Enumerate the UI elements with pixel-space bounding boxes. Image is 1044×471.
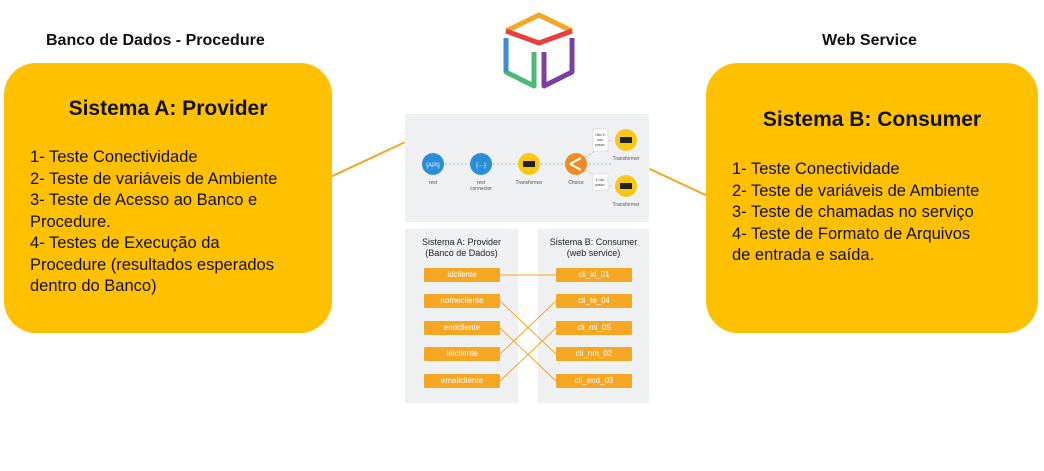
- consumer-test-item: 4- Teste de Formato de Arquivos: [732, 224, 971, 243]
- cube-logo-icon: [503, 12, 575, 89]
- provider-field: emailcliente: [424, 374, 500, 388]
- consumer-test-item: 2- Teste de variáveis de Ambiente: [732, 181, 980, 200]
- svg-text:Não é: Não é: [595, 133, 604, 137]
- consumer-field: cli_ml_05: [556, 321, 632, 335]
- provider-test-item: 4- Testes de Execução da: [30, 234, 220, 252]
- svg-text:{API}: {API}: [426, 163, 440, 169]
- consumer-field: cli_nm_02: [556, 347, 632, 361]
- provider-field: endcliente: [424, 321, 500, 335]
- mapping-provider-title: Sistema A: Provider(Banco de Dados): [421, 237, 502, 258]
- svg-text:não: não: [597, 138, 603, 142]
- svg-text:Transformer: Transformer: [612, 156, 639, 162]
- flow-node-rest: {API} rest: [422, 153, 444, 186]
- flow-panel: {API} rest {···} rest connector Transfor…: [405, 114, 649, 222]
- consumer-card: Sistema B: Consumer 1- Teste Conectivida…: [706, 63, 1038, 333]
- consumer-test-item: 1- Teste Conectividade: [732, 160, 900, 178]
- provider-field: telcliente: [424, 347, 500, 361]
- left-heading: Banco de Dados - Procedure: [46, 32, 265, 49]
- provider-card: Sistema A: Provider 1- Teste Conectivida…: [4, 63, 332, 333]
- flow-node-label: rest: [429, 180, 438, 186]
- provider-test-item: 3- Teste de Acesso ao Banco e: [30, 191, 258, 209]
- mapping-consumer-title: Sistema B: Consumer(web service): [549, 237, 638, 258]
- provider-test-item: Procedure (resultados esperados: [30, 255, 274, 274]
- provider-test-list: 1- Teste Conectividade 2- Teste de variá…: [30, 147, 277, 298]
- svg-text:passív: passív: [595, 183, 605, 187]
- consumer-field: cli_end_03: [556, 374, 632, 388]
- svg-text:{···}: {···}: [476, 163, 486, 169]
- flow-node-label: Choice: [568, 180, 584, 186]
- provider-test-item: Procedure.: [30, 212, 111, 231]
- provider-field: nomecliente: [424, 294, 500, 308]
- consumer-field: cli_id_01: [556, 268, 632, 282]
- svg-text:rest: rest: [477, 180, 486, 186]
- provider-card-title: Sistema A: Provider: [68, 97, 268, 120]
- flow-node-label: Transformer: [515, 180, 542, 186]
- flow-node-choice: Choice: [565, 153, 587, 186]
- consumer-test-item: 3- Teste de chamadas no serviço: [732, 203, 974, 221]
- flow-branch-transformer-top: Transformer: [612, 129, 640, 162]
- svg-text:connector: connector: [470, 186, 492, 192]
- consumer-test-item: de entrada e saída.: [732, 246, 875, 264]
- provider-test-item: dentro do Banco): [30, 277, 157, 295]
- consumer-card-title: Sistema B: Consumer: [762, 108, 982, 131]
- provider-field: idcliente: [424, 268, 500, 282]
- provider-test-item: 2- Teste de variáveis de Ambiente: [30, 169, 278, 188]
- right-heading: Web Service: [822, 32, 917, 49]
- consumer-field: cli_te_04: [556, 294, 632, 308]
- flow-diagram: {API} rest {···} rest connector Transfor…: [422, 128, 640, 208]
- flow-branch-transformer-bottom: Transformer: [612, 175, 640, 208]
- flow-node-rest-connector: {···} rest connector: [470, 153, 492, 192]
- flow-node-transformer: Transformer: [515, 153, 543, 186]
- svg-text:Transformer: Transformer: [612, 202, 639, 208]
- svg-text:passív: passív: [595, 143, 605, 147]
- svg-text:é não: é não: [596, 178, 605, 182]
- consumer-test-list: 1- Teste Conectividade 2- Teste de variá…: [732, 159, 979, 267]
- provider-test-item: 1- Teste Conectividade: [30, 148, 198, 166]
